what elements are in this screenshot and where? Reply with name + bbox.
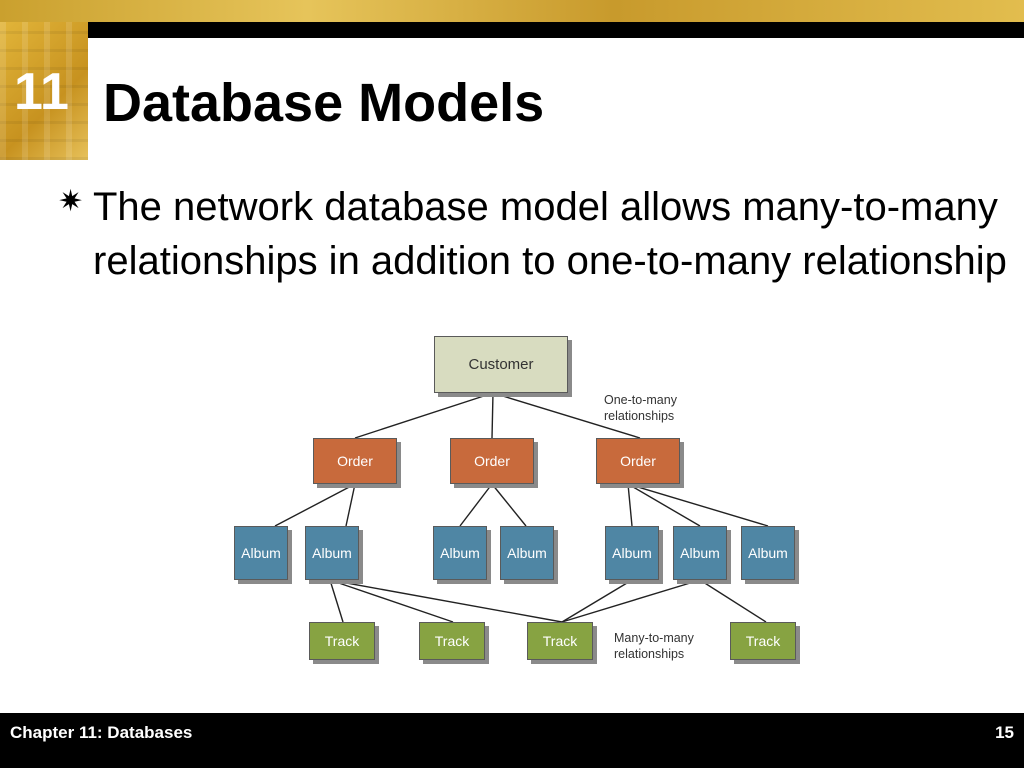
order-node: Order: [596, 438, 680, 484]
connector: [699, 579, 767, 623]
slide-title: Database Models: [103, 73, 545, 133]
connector: [274, 483, 356, 527]
top-bar: [0, 0, 1024, 38]
connector: [561, 579, 701, 623]
note-one-to-many: One-to-many relationships: [604, 393, 677, 423]
connector: [329, 579, 454, 623]
badge-pattern: [0, 22, 88, 160]
connector: [345, 483, 356, 527]
network-model-diagram: Customer One-to-many relationships Order…: [230, 332, 800, 667]
connector: [627, 483, 769, 527]
top-black-band: [88, 22, 1024, 38]
album-node: Album: [234, 526, 288, 580]
album-node: Album: [500, 526, 554, 580]
star-bullet-icon: ✷: [58, 185, 84, 218]
track-node: Track: [527, 622, 593, 660]
connector: [627, 483, 633, 527]
connector: [354, 392, 494, 439]
connector: [492, 392, 641, 439]
connector: [459, 483, 493, 527]
footer-chapter: Chapter 11: Databases: [10, 723, 193, 742]
track-node: Track: [419, 622, 485, 660]
order-node: Order: [450, 438, 534, 484]
connector: [491, 392, 494, 439]
slide-footer: Chapter 11: Databases 15: [0, 713, 1024, 768]
note-many-to-many: Many-to-many relationships: [614, 631, 694, 661]
album-node: Album: [741, 526, 795, 580]
bullet-text: The network database model allows many-t…: [93, 185, 1007, 283]
album-node: Album: [673, 526, 727, 580]
connector: [561, 579, 633, 623]
chapter-number: 11: [14, 63, 69, 121]
diagram-connectors: [274, 392, 769, 623]
connector: [329, 579, 563, 623]
order-node: Order: [313, 438, 397, 484]
page-number: 15: [995, 723, 1014, 742]
connector: [329, 579, 344, 623]
album-node: Album: [605, 526, 659, 580]
customer-node: Customer: [434, 336, 568, 393]
album-node: Album: [433, 526, 487, 580]
connector: [491, 483, 527, 527]
track-node: Track: [309, 622, 375, 660]
connector: [627, 483, 701, 527]
track-node: Track: [730, 622, 796, 660]
chapter-badge: 11: [0, 22, 88, 160]
album-node: Album: [305, 526, 359, 580]
